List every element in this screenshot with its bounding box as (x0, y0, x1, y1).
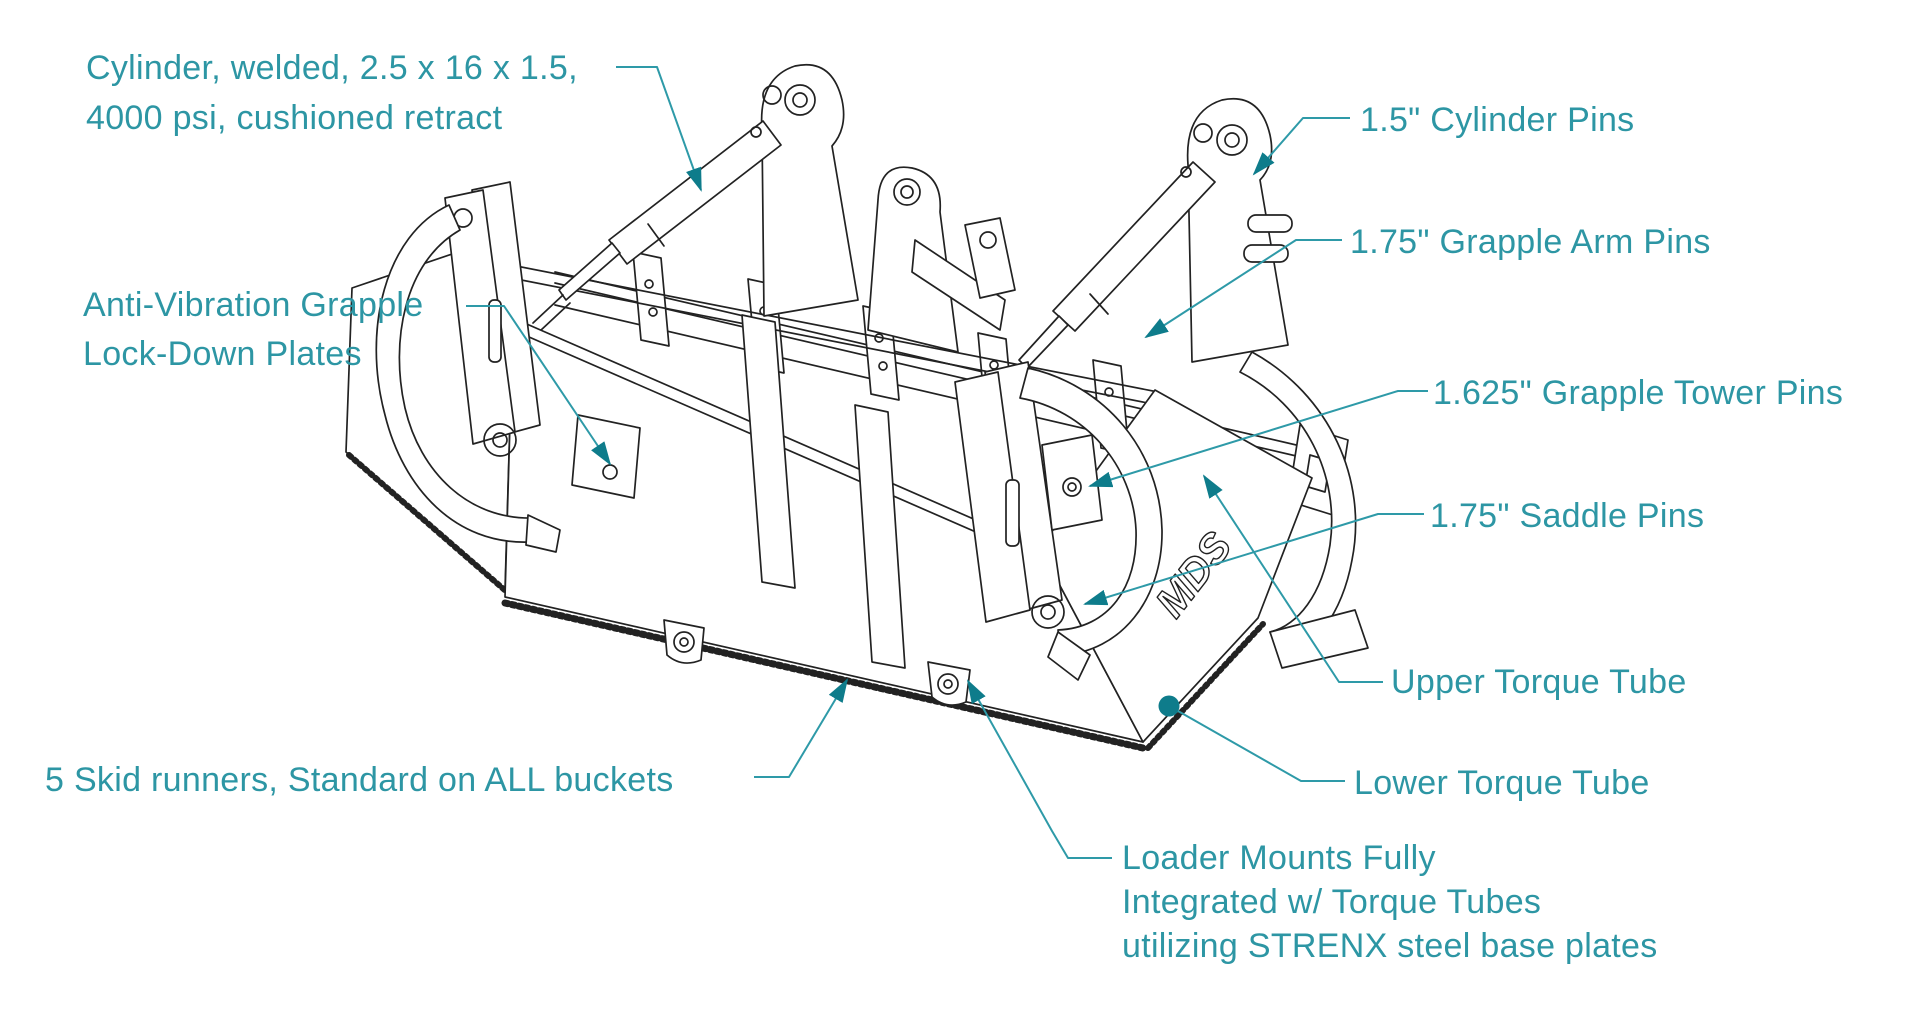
right-mast (1186, 98, 1293, 363)
right-cylinder (999, 161, 1216, 396)
callout-grapple-arm-pins: 1.75" Grapple Arm Pins (1350, 223, 1711, 261)
callout-saddle-pins: 1.75" Saddle Pins (1430, 497, 1705, 535)
bucket-line-art: MDS (345, 63, 1369, 752)
leader-lines (466, 66, 1428, 859)
callout-upper-torque-tube: Upper Torque Tube (1391, 663, 1687, 701)
bucket-body: MDS (501, 317, 1313, 752)
callout-anti-vibration-line2: Lock-Down Plates (83, 335, 362, 373)
callout-anti-vibration-line1: Anti-Vibration Grapple (83, 286, 424, 324)
right-grapple-hook (1019, 367, 1163, 681)
skid-runner-edge (501, 599, 1147, 752)
right-grapple-tower (954, 361, 1103, 629)
callout-grapple-tower-pins: 1.625" Grapple Tower Pins (1433, 374, 1844, 412)
callout-cylinder-spec-line1: Cylinder, welded, 2.5 x 16 x 1.5, (86, 49, 578, 87)
leader-lower-torque-tube (1177, 710, 1345, 782)
callout-loader-mounts-line2: Integrated w/ Torque Tubes (1122, 883, 1542, 921)
leader-upper-torque-tube (1202, 474, 1383, 683)
callout-cylinder-spec-line2: 4000 psi, cushioned retract (86, 99, 503, 137)
leader-grapple-arm-pins (1144, 239, 1342, 339)
leader-saddle-pins (1083, 513, 1424, 606)
front-straps (663, 314, 971, 706)
left-cylinder (532, 120, 782, 332)
callout-loader-mounts-line3: utilizing STRENX steel base plates (1122, 927, 1658, 965)
leader-anti-vibration (466, 305, 612, 466)
leader-loader-mounts (967, 679, 1112, 859)
leader-skid-runners (754, 678, 849, 778)
callout-loader-mounts-line1: Loader Mounts Fully (1122, 839, 1436, 877)
lower-torque-tube-dot-icon (1158, 695, 1180, 717)
callout-lower-torque-tube: Lower Torque Tube (1354, 764, 1650, 802)
callout-skid-runners: 5 Skid runners, Standard on ALL buckets (45, 761, 674, 799)
left-mast (760, 63, 859, 317)
bottom-lug (663, 619, 705, 664)
left-grapple-hook (375, 204, 561, 553)
leader-cylinder-spec (616, 66, 702, 192)
callout-cylinder-pins: 1.5" Cylinder Pins (1360, 101, 1635, 139)
leader-grapple-tower-pins (1088, 390, 1428, 488)
center-mast (867, 166, 1016, 353)
loader-mount-lug (927, 661, 971, 706)
right-outer-grapple-hook (1239, 351, 1369, 669)
leader-cylinder-pins (1252, 117, 1350, 176)
